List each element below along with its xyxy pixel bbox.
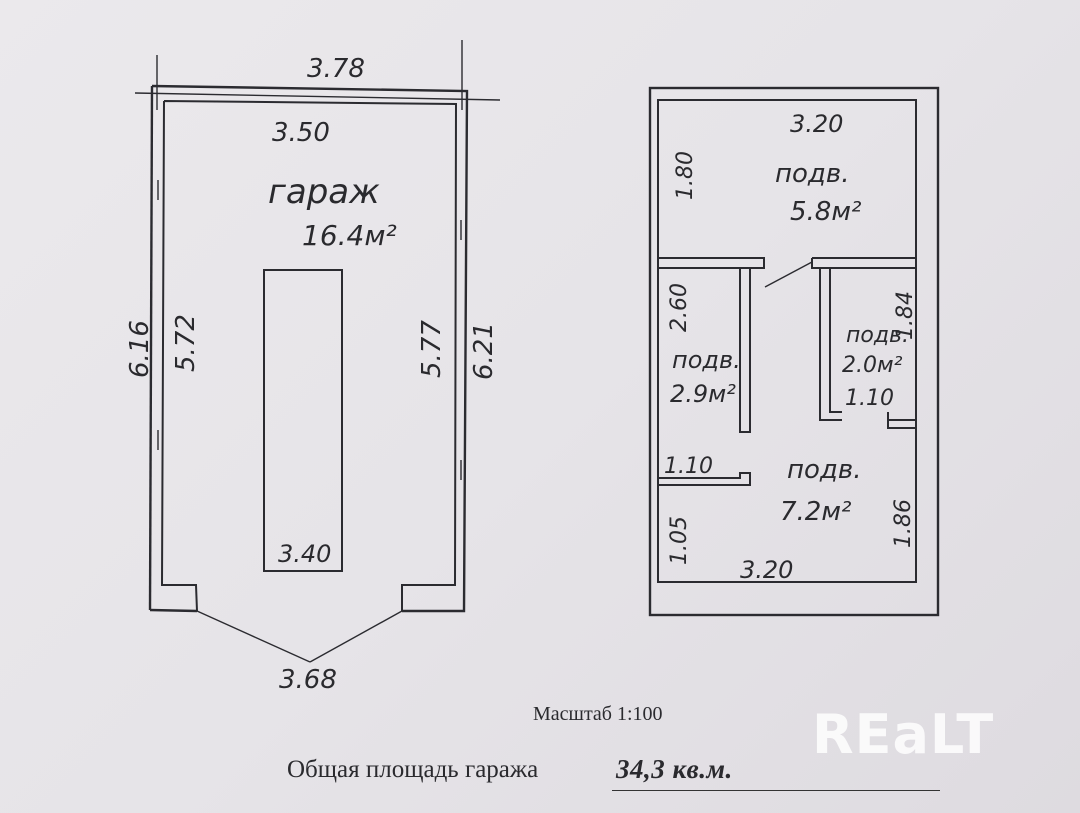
basement-outer-wall (648, 86, 940, 617)
garage-inner-wall (160, 100, 458, 612)
garage-plan: 3.78 3.50 гараж 16.4м² 6.16 5.72 5.77 6.… (125, 40, 501, 695)
room4-dim2: 1.10 (664, 454, 713, 479)
garage-room-label: гараж (268, 172, 380, 212)
garage-outer-top-dim: 3.78 (307, 54, 365, 84)
gate-line-right (309, 610, 403, 663)
basement-plan: 3.20 1.80 подв. 5.8м² 2.60 подв. 2.9м² 1… (648, 86, 940, 617)
basement-bottom-width: 3.20 (740, 556, 793, 584)
garage-top-dimension-line (134, 92, 501, 101)
garage-inner-right-dim: 5.77 (417, 320, 447, 378)
room4-label: подв. (787, 455, 861, 485)
garage-room-area: 16.4м² (302, 219, 397, 252)
room3-dim: 1.84 (893, 291, 918, 340)
partition-lower-left (658, 472, 751, 486)
garage-outer-left-dim: 6.16 (125, 320, 155, 378)
garage-bottom-dim: 3.68 (279, 665, 337, 695)
total-area-label: Общая площадь гаража (287, 756, 539, 783)
room3-dim2: 1.10 (845, 386, 894, 411)
total-area-value: 34,3 кв.м. (616, 754, 733, 784)
room1-area: 5.8м² (790, 197, 861, 227)
basement-top-width: 3.20 (790, 110, 843, 138)
partition-top-right (811, 257, 917, 269)
garage-outer-right-dim: 6.21 (469, 322, 499, 380)
room1-dim: 1.80 (673, 151, 698, 200)
room2-dim: 2.60 (667, 283, 692, 332)
room3-left-wall (819, 268, 842, 421)
total-underline (612, 790, 940, 791)
basement-inner-wall (657, 99, 917, 583)
room4-dim3: 1.05 (667, 516, 692, 565)
pit-width-dim: 3.40 (278, 540, 331, 568)
partition-top-left (658, 257, 765, 269)
door-swing (764, 261, 813, 288)
room3-label: подв. (846, 323, 909, 348)
room4-area: 7.2м² (780, 497, 851, 527)
gate-line-left (196, 610, 311, 663)
room2-area: 2.9м² (670, 380, 736, 408)
realt-watermark-logo: REaLT (812, 703, 995, 766)
room4-dim: 1.86 (891, 499, 916, 548)
room3-door-stub (887, 412, 916, 429)
room2-right-wall (739, 268, 751, 433)
room2-label: подв. (672, 346, 741, 374)
garage-inner-left-dim: 5.72 (171, 314, 201, 372)
room3-area: 2.0м² (842, 353, 903, 378)
garage-left-wall (148, 85, 154, 611)
inspection-pit (263, 269, 343, 572)
garage-inner-top-dim: 3.50 (272, 118, 330, 148)
scale-label: Масштаб 1:100 (533, 703, 663, 725)
room1-label: подв. (775, 159, 849, 189)
